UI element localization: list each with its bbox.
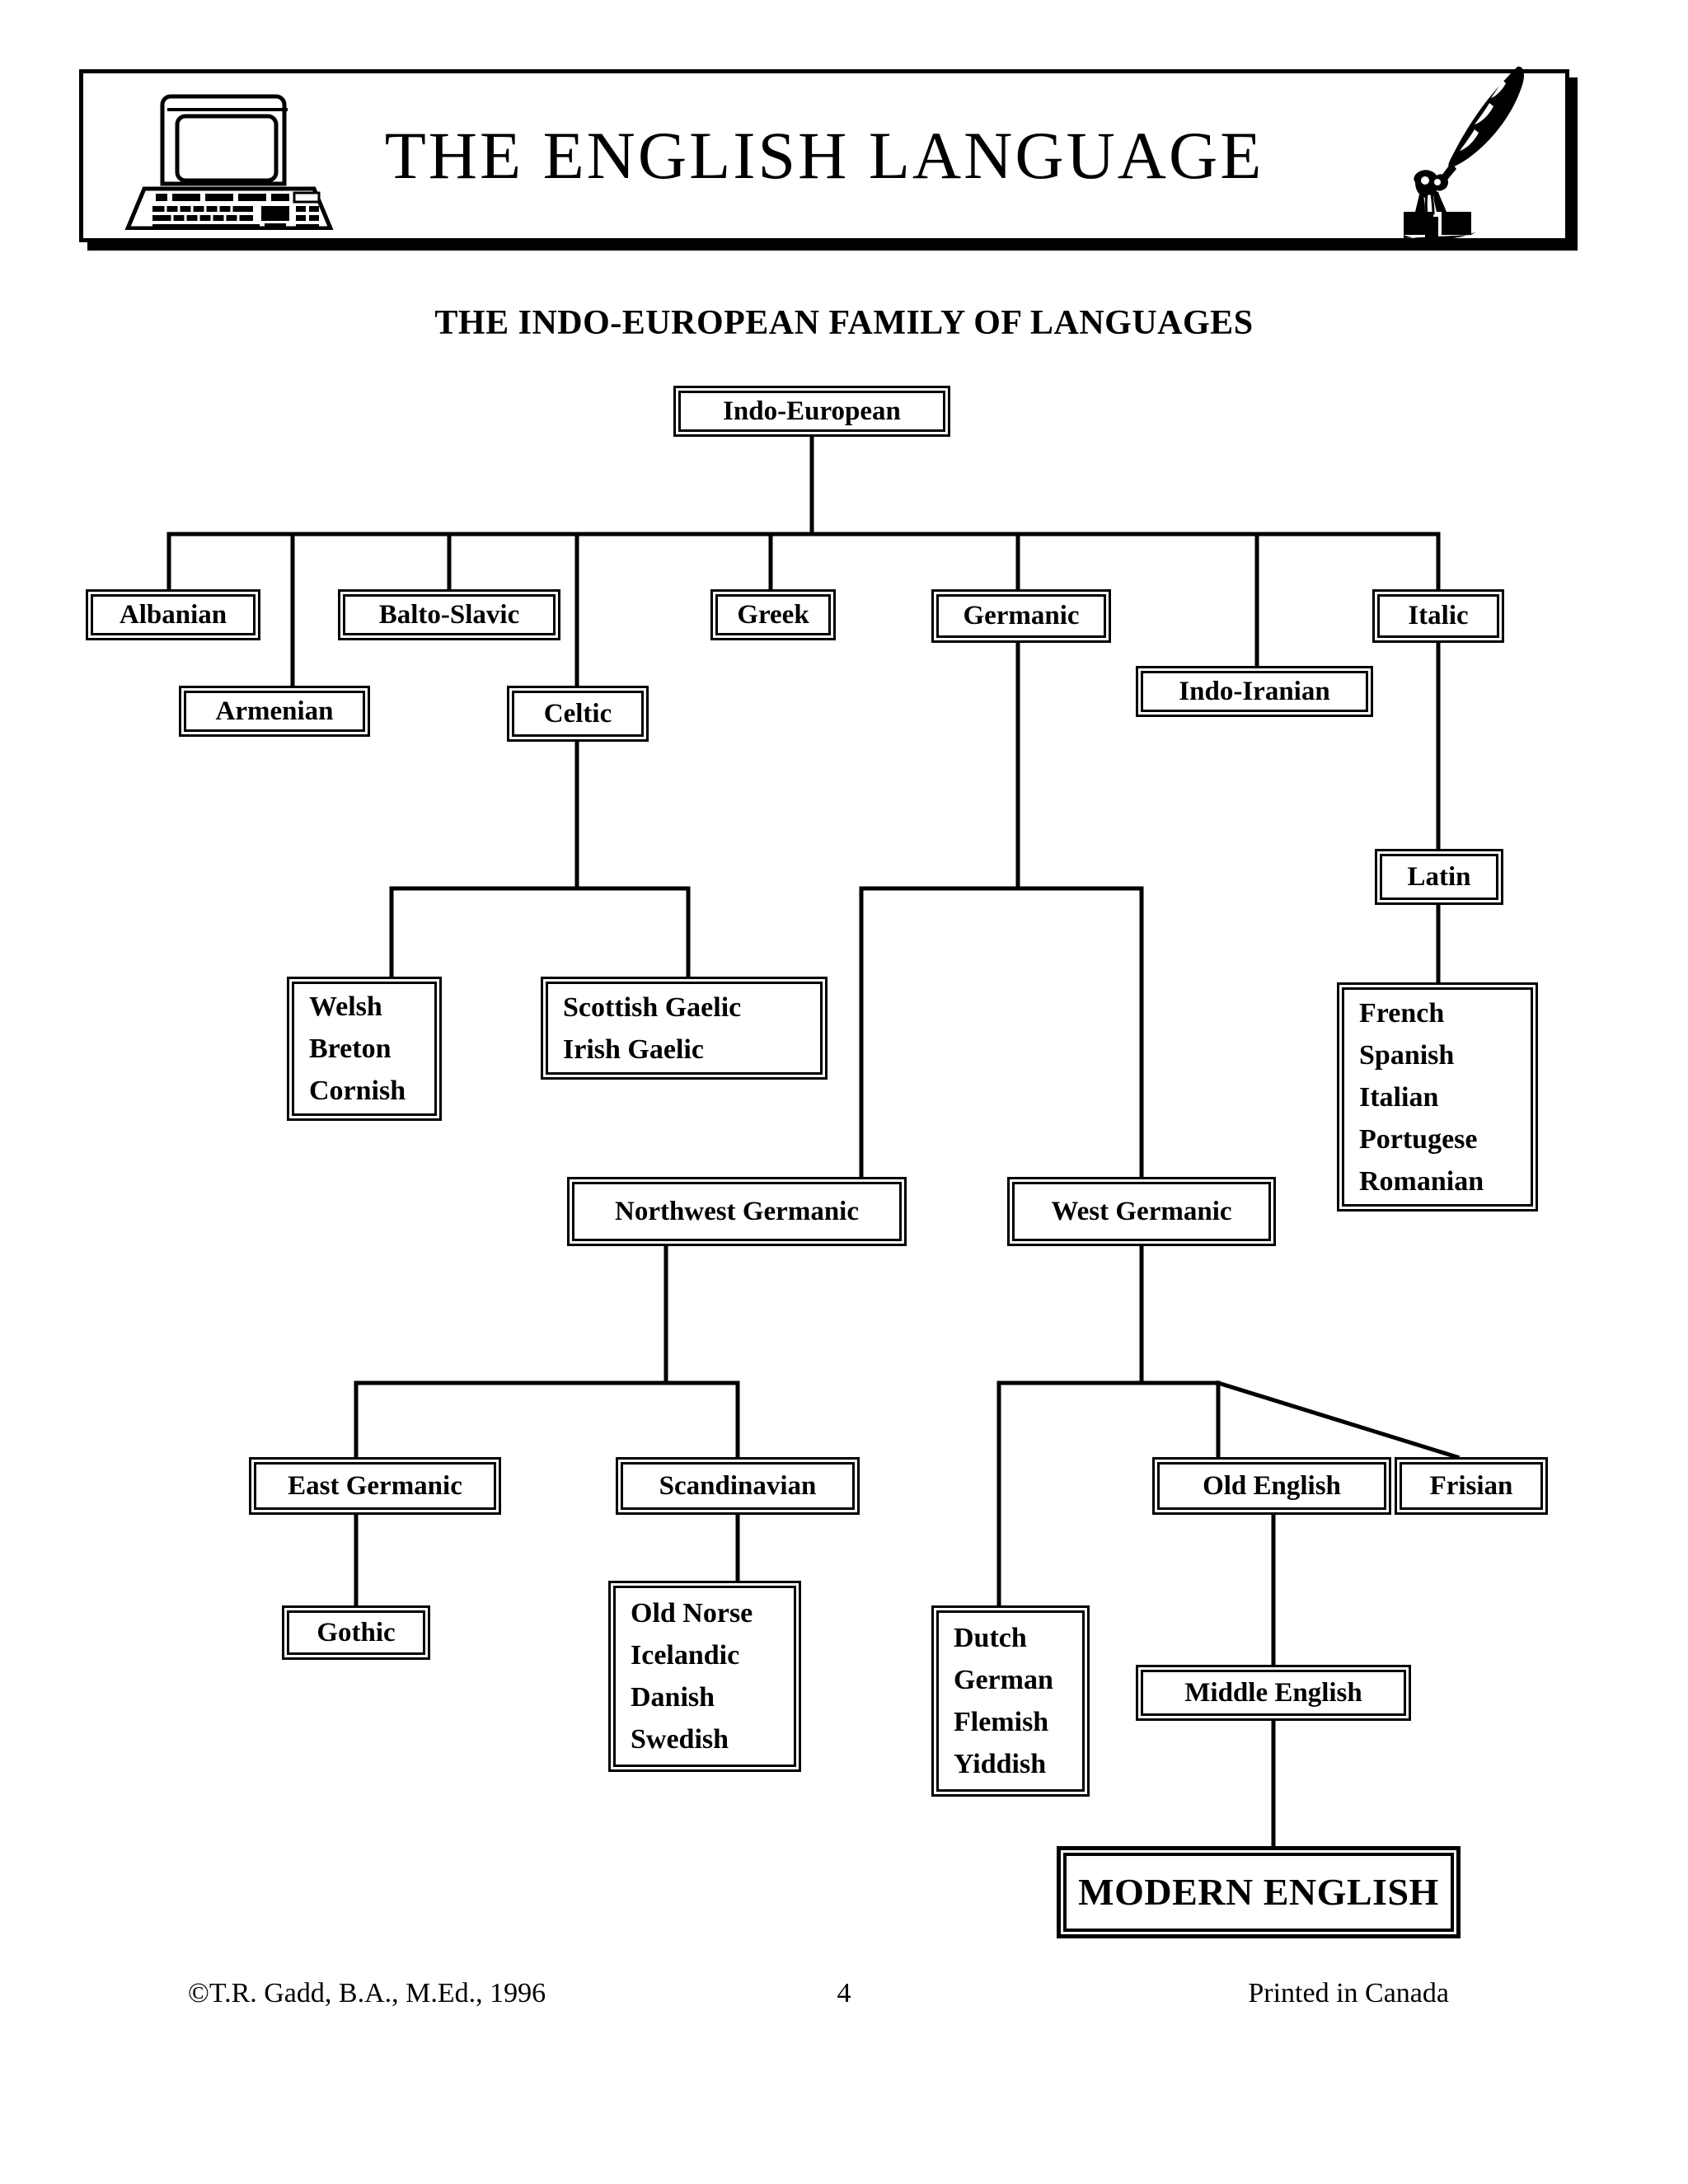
node-label: Italic [1408,601,1469,631]
node-inner: Italic [1377,594,1499,638]
node-label-line: Irish Gaelic [563,1033,704,1065]
page-footer: ©T.R. Gadd, B.A., M.Ed., 1996 4 Printed … [0,1978,1688,2027]
node-label: Frisian [1429,1470,1513,1501]
node-inner: Greek [715,594,831,635]
node-inner: East Germanic [254,1462,496,1510]
node-indo-european[interactable]: Indo-European [673,386,950,437]
node-label: Scandinavian [659,1470,817,1501]
node-inner: Middle English [1141,1670,1406,1716]
node-label-line: German [954,1665,1053,1695]
node-gothic[interactable]: Gothic [282,1605,430,1660]
node-label-line: Old Norse [631,1598,753,1629]
node-scandinavian[interactable]: Scandinavian [616,1457,860,1515]
node-label-line: Yiddish [954,1749,1047,1779]
node-label-line: Portugese [1359,1123,1478,1155]
node-inner: Latin [1380,854,1498,900]
node-label-line: Flemish [954,1707,1049,1737]
node-celtic[interactable]: Celtic [507,686,649,742]
node-label: Greek [737,599,809,630]
node-inner: Old English [1157,1462,1386,1510]
node-label-line: Danish [631,1682,715,1713]
header-banner: THE ENGLISH LANGUAGE [79,66,1569,242]
node-label-line: Cornish [309,1076,406,1106]
node-label: East Germanic [288,1470,462,1501]
node-label-line: Romanian [1359,1165,1484,1197]
node-frisian[interactable]: Frisian [1395,1457,1548,1515]
node-label-line: French [1359,997,1445,1029]
node-east-germanic[interactable]: East Germanic [249,1457,501,1515]
node-inner: Scottish Gaelic Irish Gaelic [546,982,823,1075]
node-greek[interactable]: Greek [710,589,836,640]
quill-pen-inkwell-icon [1404,66,1524,240]
node-label-line: Spanish [1359,1039,1455,1071]
node-balto-slavic[interactable]: Balto-Slavic [338,589,560,640]
node-north-germanic-languages[interactable]: Old Norse Icelandic Danish Swedish [608,1581,801,1772]
node-inner: Scandinavian [621,1462,855,1510]
node-brythonic-languages[interactable]: Welsh Breton Cornish [287,977,442,1121]
node-inner: Northwest Germanic [572,1182,902,1241]
node-label: Indo-Iranian [1179,676,1330,706]
node-northwest-germanic[interactable]: Northwest Germanic [567,1177,907,1246]
node-label: Germanic [963,601,1080,631]
page-title: THE ENGLISH LANGUAGE [384,118,1264,193]
node-modern-english[interactable]: MODERN ENGLISH [1057,1846,1461,1938]
node-label-line: Dutch [954,1623,1027,1653]
node-inner: Armenian [184,691,365,732]
node-inner: Frisian [1400,1462,1543,1510]
node-west-germanic[interactable]: West Germanic [1007,1177,1276,1246]
node-label: Old English [1203,1470,1341,1501]
node-continental-west-germanic-languages[interactable]: Dutch German Flemish Yiddish [931,1605,1090,1797]
node-latin[interactable]: Latin [1375,849,1503,905]
node-label: Indo-European [723,396,901,426]
node-label-line: Icelandic [631,1640,740,1671]
node-label: West Germanic [1051,1196,1232,1226]
node-inner: French Spanish Italian Portugese Romania… [1342,987,1533,1207]
node-label-line: Scottish Gaelic [563,991,742,1023]
node-inner: Welsh Breton Cornish [292,982,437,1116]
node-italic[interactable]: Italic [1372,589,1504,643]
node-label: Balto-Slavic [378,599,520,630]
node-inner: Indo-Iranian [1141,671,1368,712]
node-inner: MODERN ENGLISH [1063,1853,1454,1932]
diagram-subtitle: THE INDO-EUROPEAN FAMILY OF LANGUAGES [434,304,1254,342]
footer-page-number: 4 [837,1978,851,2008]
node-indo-iranian[interactable]: Indo-Iranian [1136,666,1373,717]
node-old-english[interactable]: Old English [1152,1457,1391,1515]
node-armenian[interactable]: Armenian [179,686,370,737]
node-label: Middle English [1184,1677,1362,1708]
node-label-line: Swedish [631,1724,729,1755]
node-label: Northwest Germanic [614,1196,859,1226]
node-label: Celtic [543,698,612,729]
node-label: Armenian [215,696,334,726]
node-label: Latin [1407,861,1471,892]
node-label-line: Italian [1359,1081,1439,1113]
computer-icon [124,94,334,230]
node-germanic[interactable]: Germanic [931,589,1111,643]
node-goidelic-languages[interactable]: Scottish Gaelic Irish Gaelic [541,977,828,1080]
node-romance-languages[interactable]: French Spanish Italian Portugese Romania… [1337,982,1538,1212]
node-albanian[interactable]: Albanian [86,589,260,640]
node-label: MODERN ENGLISH [1078,1870,1439,1913]
node-middle-english[interactable]: Middle English [1136,1665,1411,1721]
node-inner: Germanic [936,594,1106,638]
node-inner: Albanian [91,594,256,635]
node-inner: Old Norse Icelandic Danish Swedish [613,1586,796,1767]
node-label: Albanian [119,599,227,630]
node-label-line: Welsh [309,991,382,1022]
node-label: Gothic [316,1617,396,1647]
node-inner: Balto-Slavic [343,594,556,635]
node-inner: Celtic [512,691,644,737]
node-inner: Dutch German Flemish Yiddish [936,1610,1085,1792]
node-label-line: Breton [309,1033,392,1064]
footer-copyright: ©T.R. Gadd, B.A., M.Ed., 1996 [188,1978,546,2008]
node-inner: West Germanic [1012,1182,1271,1241]
footer-printed-in: Printed in Canada [1248,1978,1449,2008]
node-inner: Indo-European [678,391,945,432]
node-inner: Gothic [287,1610,425,1655]
